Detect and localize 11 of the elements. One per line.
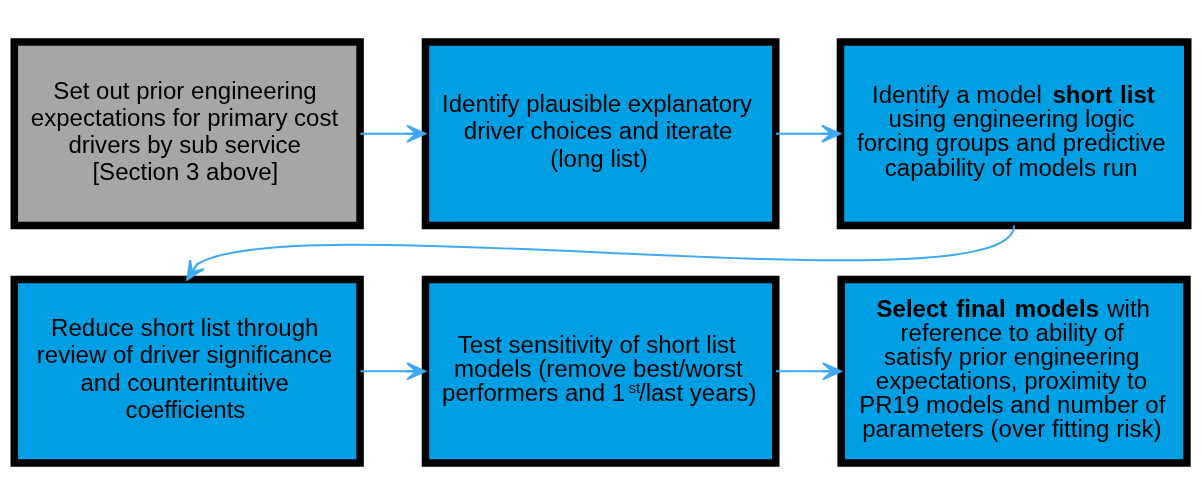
node-box: Identify plausible explanatory driver choices and iterate (long list) xyxy=(421,37,780,229)
arrow xyxy=(774,124,842,143)
node-box: Reduce short list through review of driver significance and counterintuitive coefficients xyxy=(10,275,364,467)
node-box: Select final models with reference to ability of satisfy prior engineering expectations, proximity to PR19 models and number of parameters (over fitting risk) xyxy=(837,275,1191,467)
arrow xyxy=(359,361,427,380)
node-box: Set out prior engineering expectations for primary cost drivers by sub service [Section 3 above] xyxy=(10,37,364,229)
node-box: Identify a model short list using engineering logic forcing groups and predictive capability of models run xyxy=(836,37,1192,229)
node-box: Test sensitivity of short list models (remove best/worst performers and 1$^{st}$/last years) xyxy=(421,275,780,467)
arrow xyxy=(186,223,1016,281)
arrow xyxy=(774,361,842,380)
arrow xyxy=(359,124,427,143)
